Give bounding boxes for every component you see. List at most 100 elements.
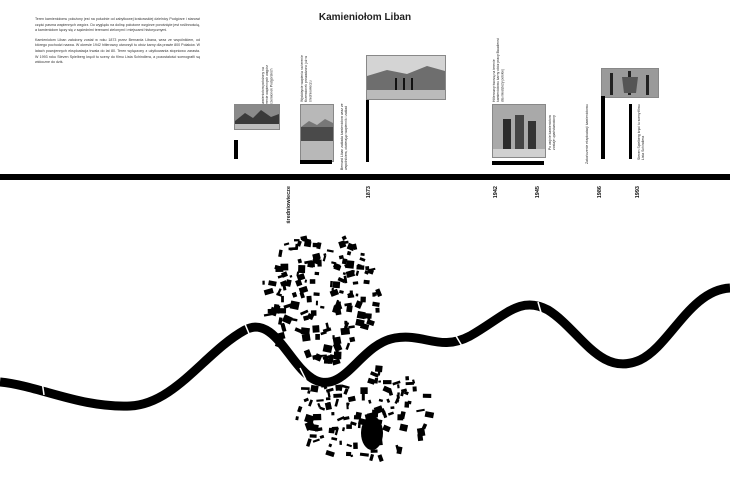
city-block: [300, 327, 310, 335]
city-block: [332, 336, 342, 345]
city-block: [382, 385, 391, 394]
city-block: [378, 398, 384, 403]
city-block: [360, 387, 368, 394]
city-block: [329, 280, 333, 288]
city-block: [281, 271, 288, 278]
city-block: [325, 387, 334, 393]
city-block: [300, 309, 309, 316]
city-block: [383, 380, 392, 385]
city-block: [341, 427, 346, 432]
city-block: [283, 303, 292, 309]
city-block: [359, 452, 369, 457]
city-block: [268, 331, 274, 337]
city-block: [315, 334, 320, 340]
city-block: [312, 242, 318, 248]
city-block: [291, 291, 298, 298]
city-block: [395, 398, 400, 403]
city-block: [346, 424, 352, 429]
city-block: [309, 434, 317, 438]
city-block: [285, 279, 292, 287]
city-block: [347, 395, 356, 403]
city-block: [346, 304, 353, 313]
city-block: [360, 252, 365, 257]
city-block: [374, 365, 383, 373]
page-title: Kamieniołom Liban: [318, 12, 412, 23]
city-block: [346, 250, 352, 256]
city-block: [346, 443, 353, 448]
city-block: [311, 255, 321, 265]
city-block: [337, 277, 346, 284]
city-block: [280, 280, 288, 287]
city-block: [345, 269, 356, 278]
city-block: [327, 390, 331, 398]
city-block: [262, 280, 265, 285]
city-block: [308, 399, 314, 407]
city-block: [312, 438, 320, 443]
city-block: [306, 312, 315, 321]
city-block: [424, 411, 435, 419]
city-block: [355, 270, 360, 276]
city-block: [274, 338, 282, 348]
city-block: [363, 279, 370, 285]
city-block: [278, 249, 283, 258]
city-block: [325, 397, 331, 401]
city-block: [316, 242, 322, 250]
city-block: [397, 414, 404, 421]
city-block: [359, 257, 366, 262]
city-block: [333, 393, 343, 398]
city-block: [334, 427, 339, 436]
city-block: [377, 454, 384, 462]
city-block: [331, 437, 338, 441]
city-block: [289, 275, 293, 278]
city-block: [373, 405, 384, 415]
city-block: [322, 344, 333, 354]
city-block: [283, 242, 290, 246]
city-block: [328, 354, 335, 362]
city-block: [335, 384, 342, 391]
city-block: [307, 390, 311, 394]
city-block: [296, 273, 306, 281]
city-block: [345, 342, 351, 350]
city-block: [303, 349, 312, 359]
city-block: [332, 342, 343, 352]
city-block: [306, 295, 312, 303]
city-block: [338, 240, 347, 249]
city-block: [392, 380, 401, 386]
city-block: [353, 442, 358, 449]
city-block: [399, 423, 409, 432]
city-block: [372, 301, 380, 307]
intro-text: Teren kamieniołomu położony jest na połu…: [35, 17, 200, 70]
city-block: [346, 260, 355, 269]
city-block: [332, 281, 341, 289]
city-block: [309, 279, 316, 284]
city-block: [314, 271, 320, 276]
city-block: [289, 247, 294, 251]
city-block: [281, 314, 293, 325]
city-block: [327, 401, 332, 410]
city-block: [390, 406, 395, 410]
city-block: [296, 240, 302, 247]
city-block: [367, 377, 376, 385]
city-block: [317, 354, 327, 358]
city-block: [319, 434, 325, 439]
city-block: [353, 415, 361, 420]
city-block: [320, 382, 329, 388]
city-block: [368, 399, 372, 404]
city-block: [302, 237, 312, 243]
city-block: [320, 305, 325, 309]
city-block: [334, 398, 340, 407]
city-block: [341, 258, 348, 265]
city-block: [403, 390, 409, 396]
city-block: [332, 262, 341, 270]
city-block: [386, 398, 391, 403]
city-block: [294, 239, 300, 242]
city-block: [294, 327, 303, 334]
city-block: [382, 424, 391, 433]
city-block: [317, 402, 321, 408]
city-block: [360, 296, 366, 303]
city-block: [328, 443, 333, 448]
city-block: [340, 384, 350, 389]
city-block: [343, 321, 350, 329]
city-block: [348, 325, 355, 329]
